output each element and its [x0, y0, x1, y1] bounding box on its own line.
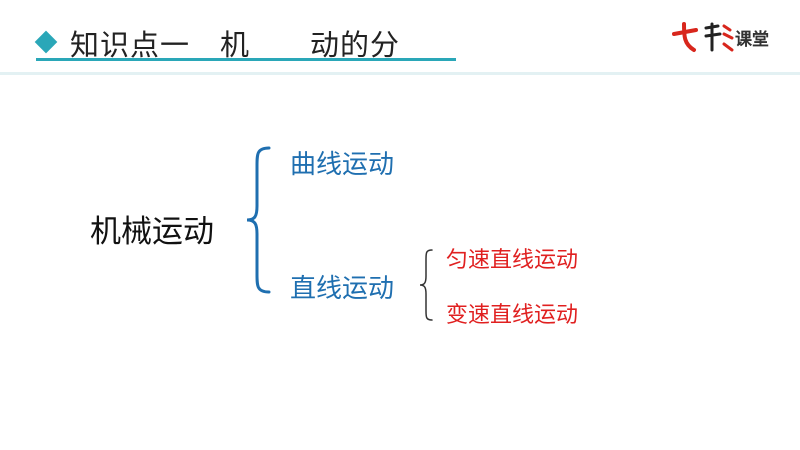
diamond-bullet-icon	[34, 30, 58, 54]
brand-logo-icon	[672, 22, 734, 52]
logo-text: 课堂	[735, 30, 769, 50]
branch-curve-motion: 曲线运动	[290, 150, 395, 180]
leaf-uniform-linear-motion: 匀速直线运动	[446, 248, 579, 273]
header-divider	[0, 72, 800, 75]
title-underline	[36, 58, 456, 61]
page-title: 知识点一 机 动的分	[70, 28, 401, 62]
root-node: 机械运动	[90, 214, 214, 250]
leaf-variable-linear-motion: 变速直线运动	[446, 303, 579, 328]
branch-linear-motion: 直线运动	[290, 274, 395, 304]
main-brace	[246, 146, 271, 294]
sub-brace	[419, 249, 433, 321]
header-bar: 知识点一 机 动的分 课堂	[0, 0, 800, 78]
